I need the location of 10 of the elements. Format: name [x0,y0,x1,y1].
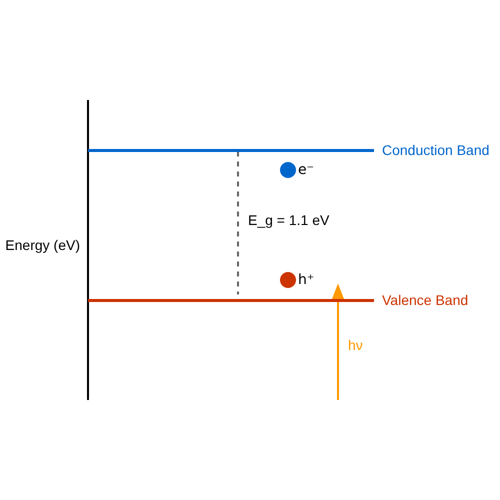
band-gap-label: E_g = 1.1 eV [248,212,330,228]
axis-label: Energy (eV) [5,237,80,253]
band-label: Conduction Band [382,142,490,158]
particle-label: e⁻ [298,162,314,178]
arrow [331,284,345,400]
energy-level-line [88,148,374,152]
edge-label: hν [348,337,363,353]
energy-level-line [88,298,374,302]
particle-label: h⁺ [298,272,314,288]
band-label: Valence Band [382,292,468,308]
